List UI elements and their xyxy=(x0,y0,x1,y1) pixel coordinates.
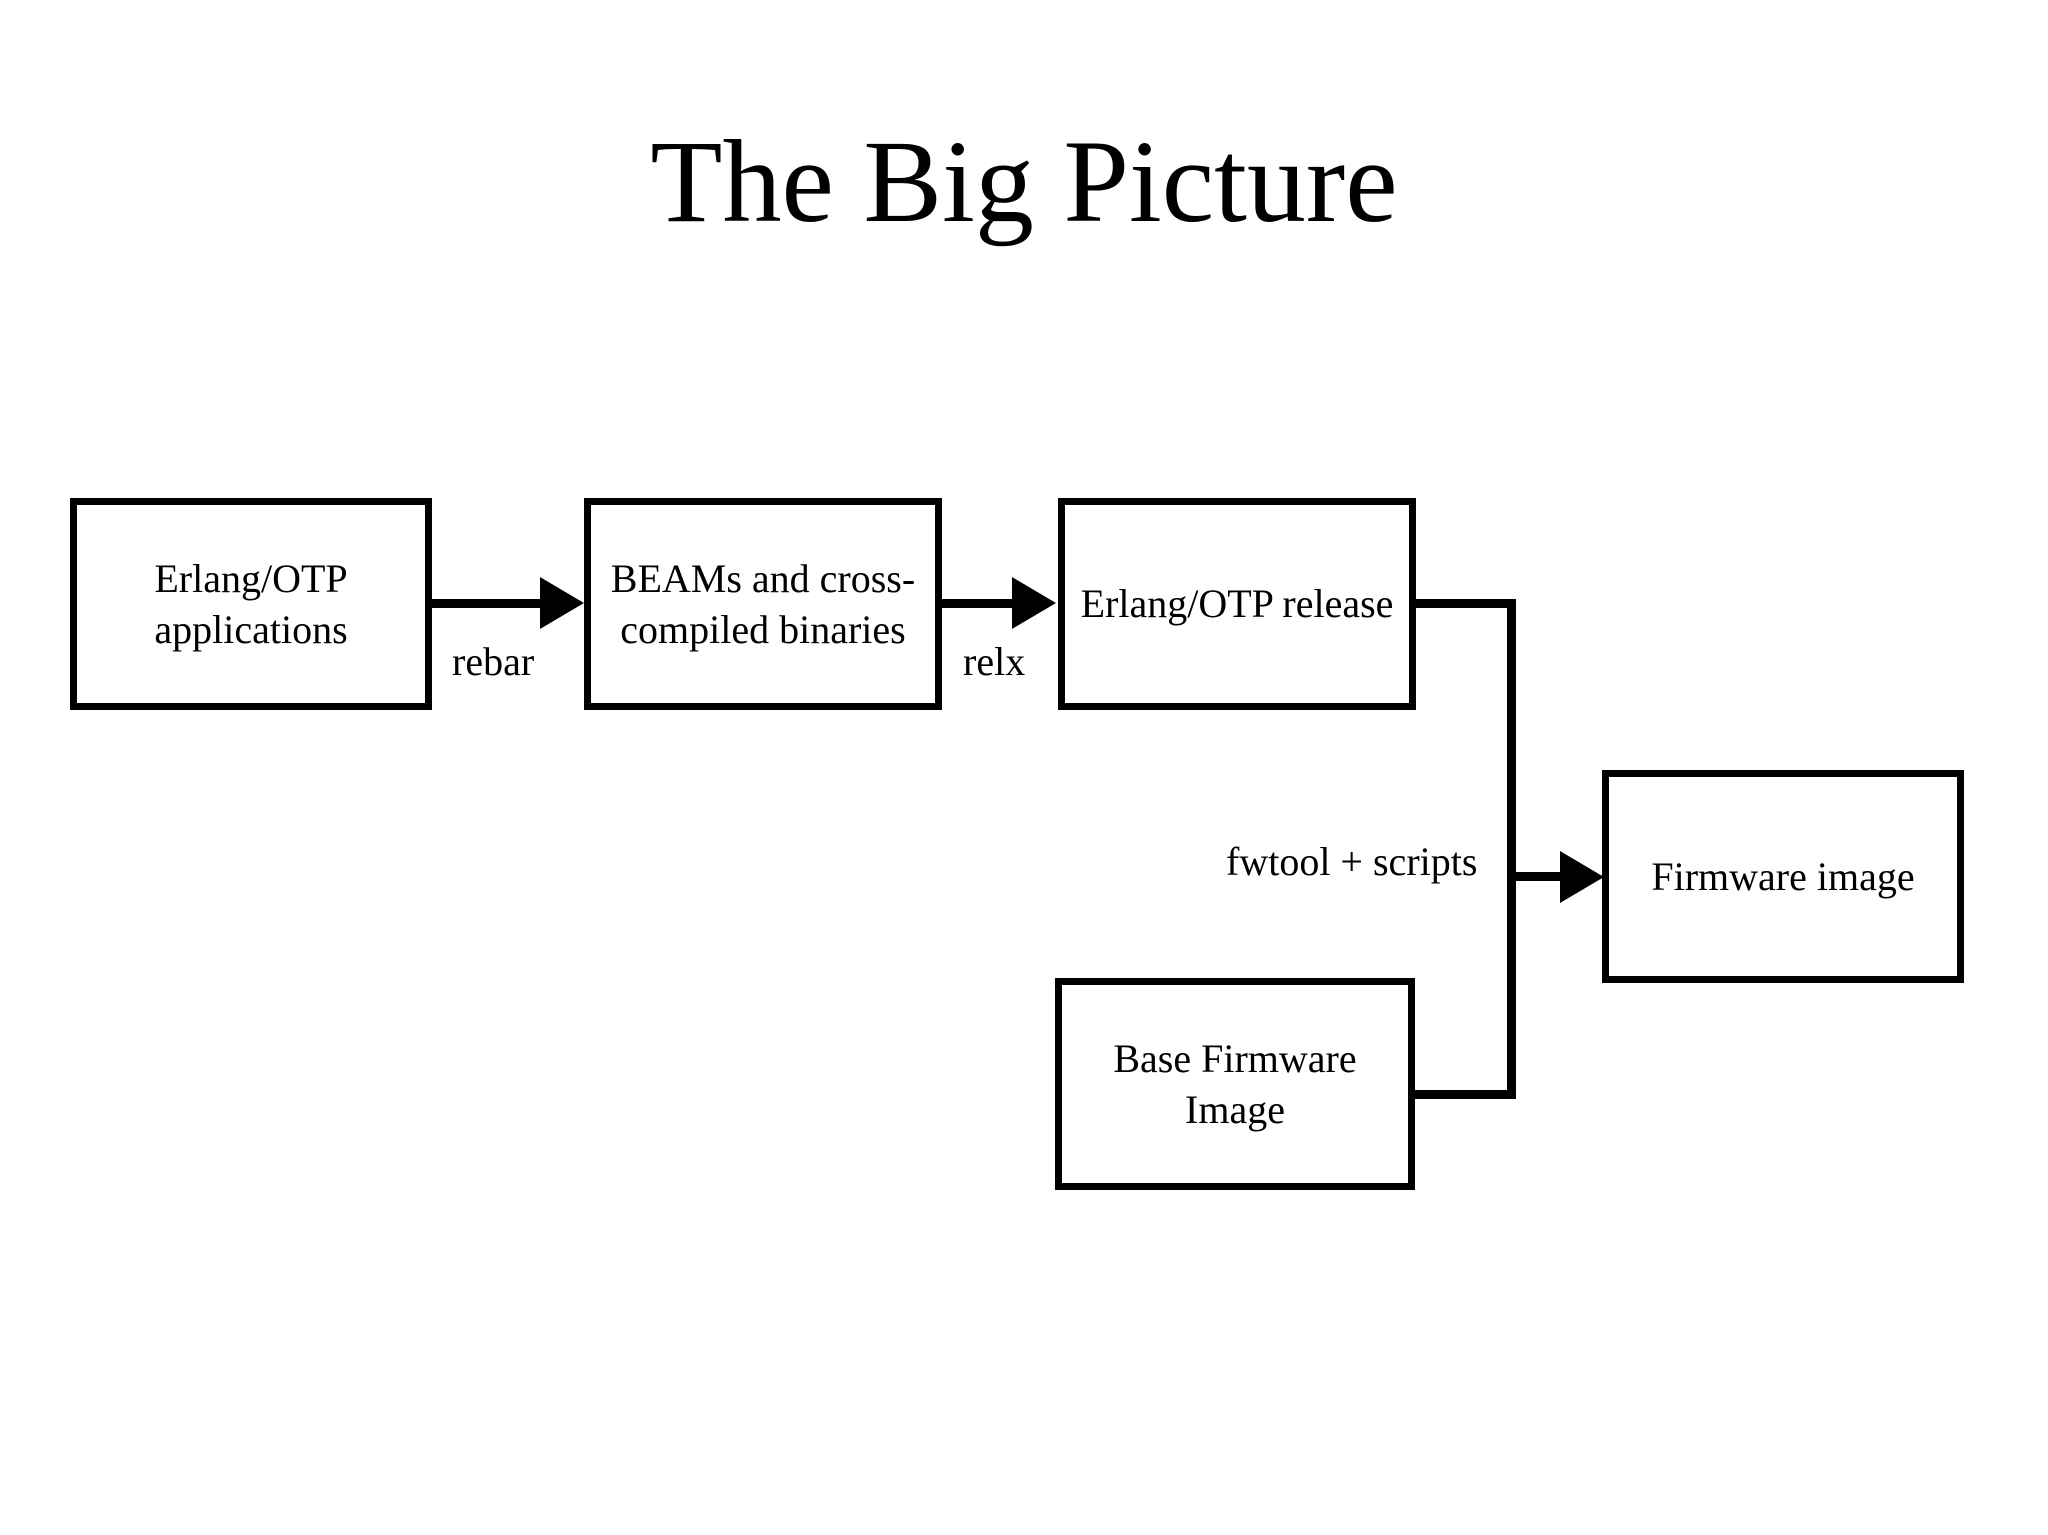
node-label: Erlang/OTP applications xyxy=(154,555,348,652)
page-title: The Big Picture xyxy=(650,116,1398,247)
node-base-firmware-image[interactable]: Base Firmware Image xyxy=(1055,978,1415,1190)
arrow-head-icon xyxy=(540,577,584,629)
connector-release-to-junction-line xyxy=(1416,599,1516,608)
node-beams-and-cross-compiled-binaries[interactable]: BEAMs and cross- compiled binaries xyxy=(584,498,942,710)
edge-label-fwtool-scripts: fwtool + scripts xyxy=(1226,839,1478,884)
node-erlang-otp-release[interactable]: Erlang/OTP release xyxy=(1058,498,1416,710)
node-erlang-otp-applications[interactable]: Erlang/OTP applications xyxy=(70,498,432,710)
connector-relx-line xyxy=(942,599,1014,608)
connector-junction-vertical-line xyxy=(1507,599,1516,1099)
node-firmware-image[interactable]: Firmware image xyxy=(1602,770,1964,983)
node-label: Erlang/OTP release xyxy=(1080,581,1394,627)
node-label: BEAMs and cross- compiled binaries xyxy=(610,555,916,652)
node-label: Base Firmware Image xyxy=(1113,1035,1357,1132)
connector-base-firmware-to-junction-line xyxy=(1415,1090,1516,1099)
edge-label-relx: relx xyxy=(963,639,1026,684)
node-label: Firmware image xyxy=(1651,853,1915,899)
arrow-head-icon xyxy=(1560,851,1604,903)
connector-rebar-line xyxy=(432,599,542,608)
connector-fwtool-line xyxy=(1507,872,1565,881)
edge-label-rebar: rebar xyxy=(452,639,535,684)
arrow-head-icon xyxy=(1012,577,1056,629)
